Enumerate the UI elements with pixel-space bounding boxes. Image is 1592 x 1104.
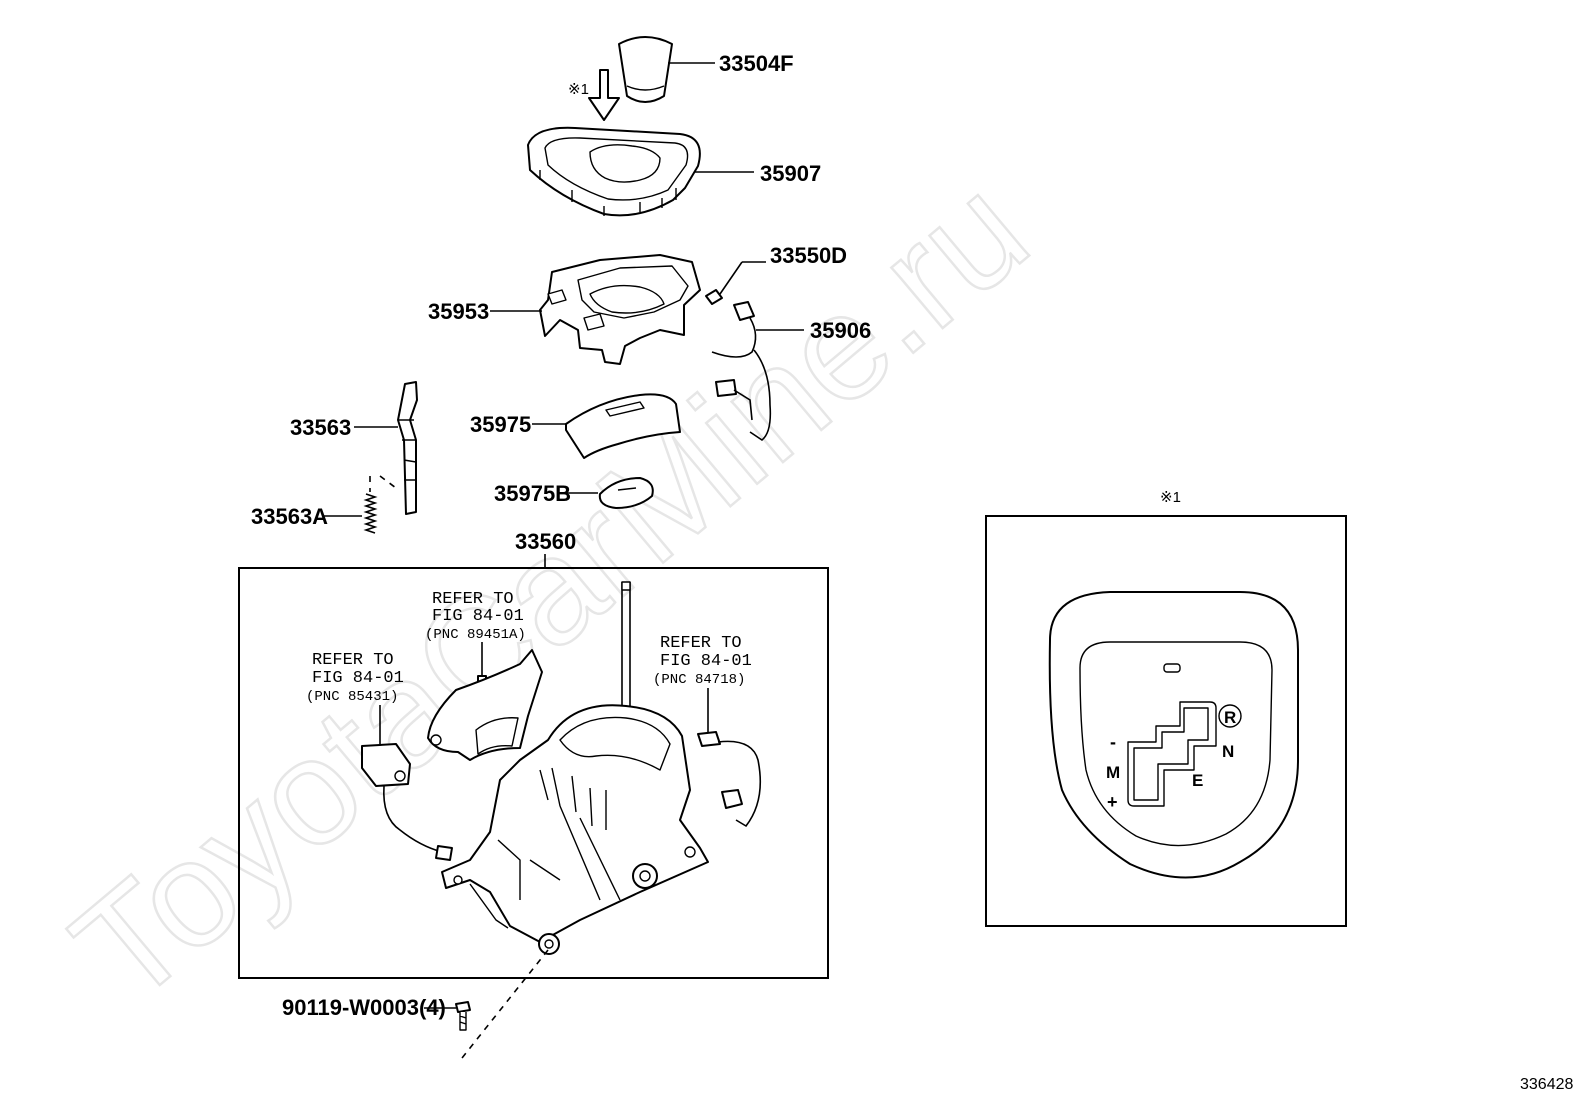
part-label-bolt: 90119-W0003(4) <box>282 995 446 1020</box>
svg-text:(PNC 85431): (PNC 85431) <box>306 689 398 705</box>
part-label-slide-plate-b: 35975B <box>494 481 571 506</box>
part-label-housing: 35953 <box>428 299 489 324</box>
gate-label-minus: - <box>1110 732 1116 752</box>
bolt-guide-line <box>461 949 549 1059</box>
part-label-slide-plate: 35975 <box>470 412 531 437</box>
gate-label-manual: M <box>1106 763 1120 782</box>
reference-89451a: REFER TO FIG 84-01 (PNC 89451A) <box>425 590 526 643</box>
gate-detail-box <box>985 515 1347 927</box>
note-mark-top: ※1 <box>568 81 589 98</box>
socket-wire-part[interactable] <box>711 301 804 441</box>
down-arrow-icon <box>588 69 620 121</box>
reference-84718: REFER TO FIG 84-01 (PNC 84718) <box>653 634 752 688</box>
reference-85431: REFER TO FIG 84-01 (PNC 85431) <box>306 651 404 705</box>
shifter-body-drawing <box>441 581 709 955</box>
svg-text:FIG 84-01: FIG 84-01 <box>660 652 752 671</box>
svg-text:FIG 84-01: FIG 84-01 <box>312 669 404 688</box>
sensor-84718-drawing <box>697 688 762 828</box>
gate-label-economy: E <box>1192 771 1203 790</box>
part-label-lever: 33563 <box>290 415 351 440</box>
gate-plate-drawing <box>1048 591 1299 879</box>
slide-plate-b-part[interactable] <box>566 477 654 509</box>
part-label-socket-wire: 35906 <box>810 318 871 343</box>
part-label-spring: 33563A <box>251 504 328 529</box>
svg-text:FIG 84-01: FIG 84-01 <box>432 607 524 626</box>
shift-housing-part[interactable] <box>490 254 701 365</box>
part-label-bulb: 33550D <box>770 243 847 268</box>
slide-plate-part[interactable] <box>532 393 681 459</box>
part-label-knob: 33504F <box>719 51 794 76</box>
svg-text:REFER TO: REFER TO <box>660 634 742 653</box>
indicator-bezel-part[interactable] <box>527 126 754 217</box>
release-lever-part[interactable] <box>354 381 418 515</box>
sensor-85431-drawing <box>361 705 453 861</box>
spring-part[interactable] <box>322 475 397 534</box>
shift-assembly-box <box>238 567 829 979</box>
sensor-89451a-drawing <box>427 642 543 761</box>
svg-text:REFER TO: REFER TO <box>432 590 514 609</box>
bulb-part[interactable] <box>705 261 766 305</box>
svg-text:(PNC 84718): (PNC 84718) <box>653 672 745 688</box>
shift-knob-part[interactable] <box>618 36 715 103</box>
gate-label-reverse: R <box>1224 708 1236 727</box>
gate-label-plus: + <box>1107 792 1118 812</box>
note-mark-detail: ※1 <box>1160 489 1181 506</box>
svg-text:(PNC 89451A): (PNC 89451A) <box>425 627 526 643</box>
part-label-bezel: 35907 <box>760 161 821 186</box>
part-label-shift-assembly: 33560 <box>515 529 576 554</box>
gate-label-neutral: N <box>1222 742 1234 761</box>
svg-text:REFER TO: REFER TO <box>312 651 394 670</box>
bolt-part[interactable] <box>424 1001 471 1031</box>
diagram-id: 336428 <box>1520 1076 1573 1093</box>
